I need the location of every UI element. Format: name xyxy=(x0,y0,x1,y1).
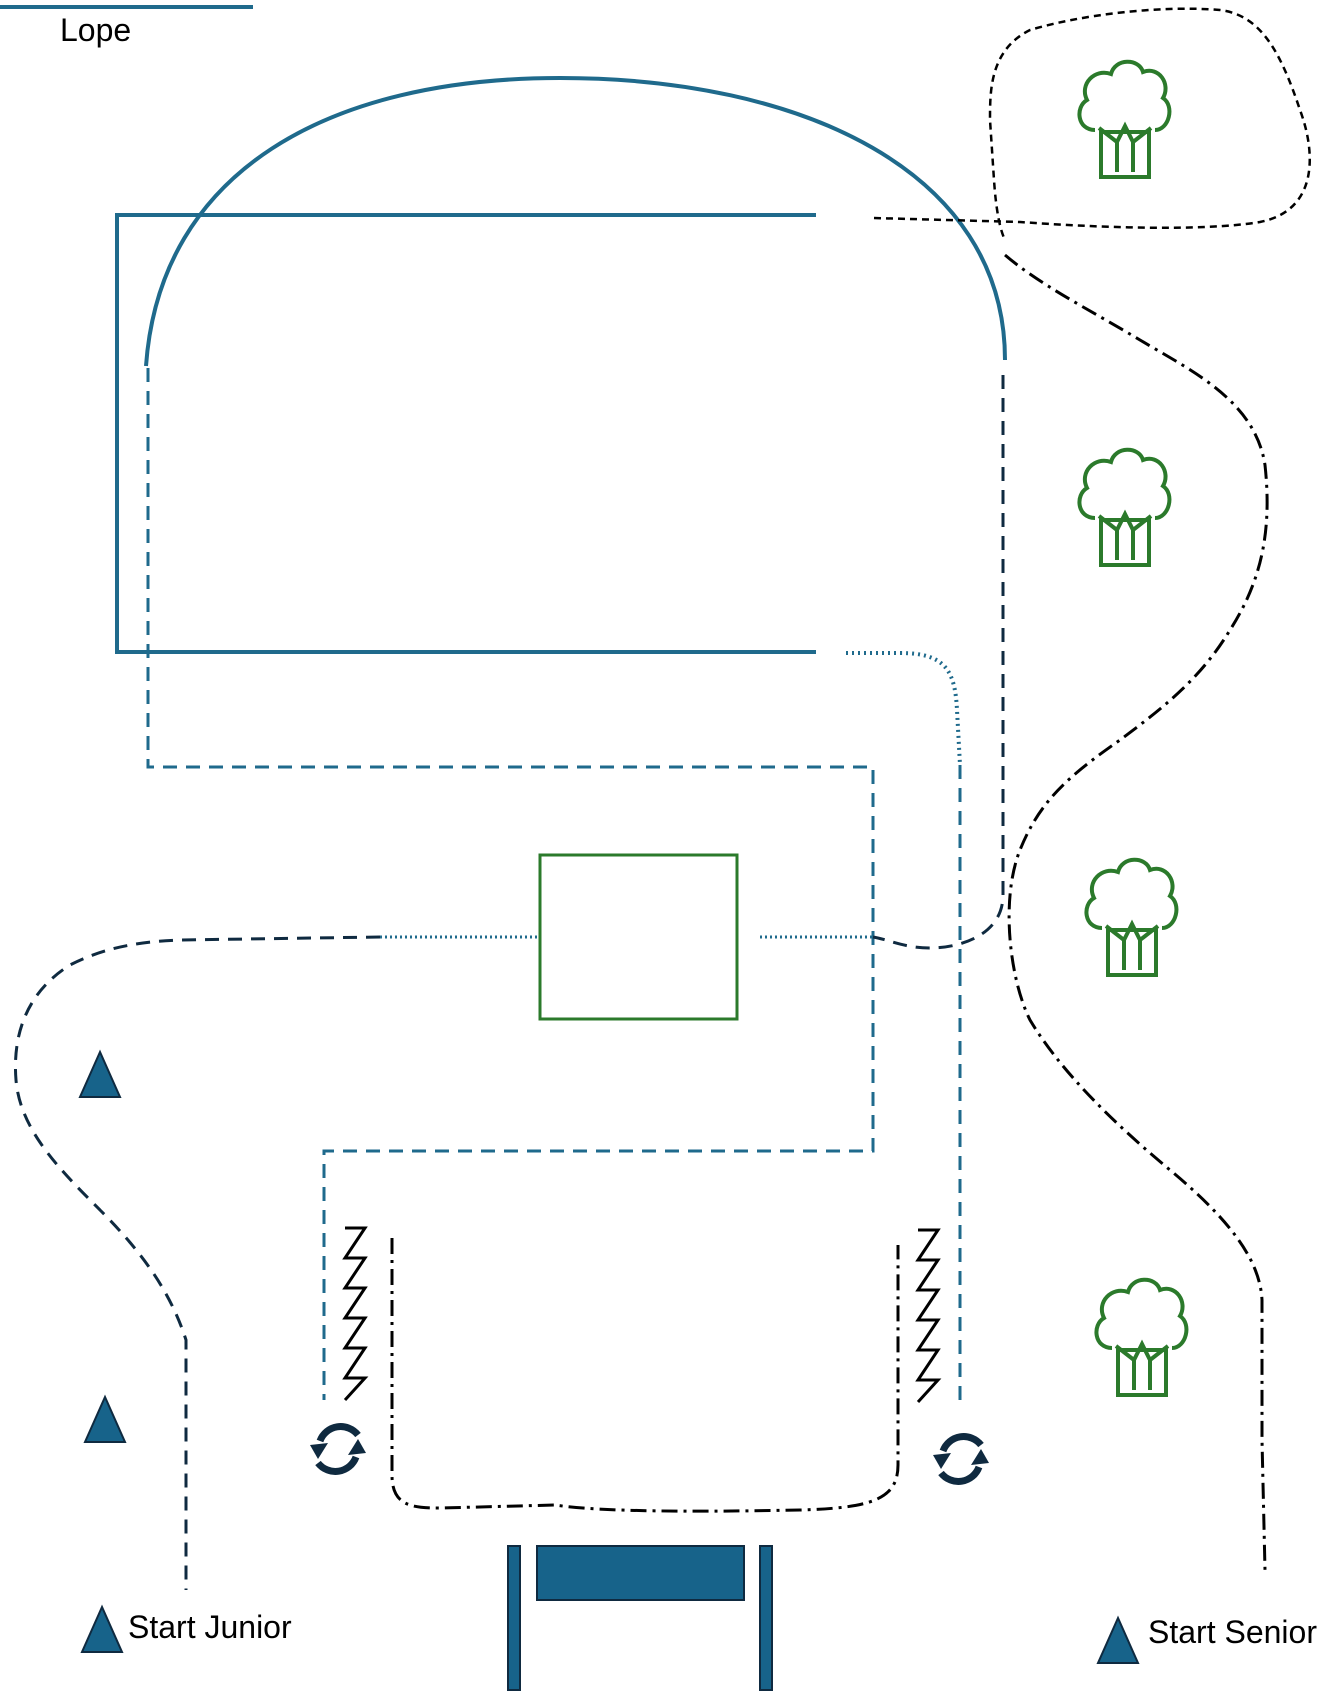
zigzag-icon xyxy=(342,1226,369,1402)
lope-dashed-path-left xyxy=(146,368,875,1400)
obstacle-box xyxy=(538,853,739,1021)
zigzag-icon xyxy=(915,1228,942,1404)
arena-rectangle xyxy=(115,213,816,654)
tree-icon xyxy=(1077,447,1172,567)
start-junior-label: Start Junior xyxy=(128,1609,292,1645)
gate-post-left xyxy=(507,1545,521,1691)
junior-dashed-path xyxy=(13,935,381,1590)
finish-gate xyxy=(507,1545,773,1691)
cone-triangle-icon xyxy=(83,1394,127,1443)
gate-bar xyxy=(536,1545,745,1601)
tree-icon xyxy=(1077,59,1172,180)
legend: Lope xyxy=(0,5,253,48)
cone-triangle-icon xyxy=(1096,1615,1140,1664)
trot-dashed-path-right xyxy=(872,375,1005,950)
rotate-circle-icon xyxy=(310,1423,366,1475)
tree-icon xyxy=(1094,1277,1189,1397)
tree-area-boundary xyxy=(873,7,1311,241)
cone-triangle-icon xyxy=(78,1049,122,1098)
gate-post-right xyxy=(759,1545,773,1691)
legend-lope-label: Lope xyxy=(60,12,131,48)
start-senior-label: Start Senior xyxy=(1148,1614,1317,1650)
bottom-u-path xyxy=(390,1238,900,1513)
senior-dashdot-path xyxy=(1004,253,1269,1571)
lope-arc xyxy=(144,75,1007,367)
tree-icon xyxy=(1084,857,1179,977)
cone-triangle-icon xyxy=(80,1604,124,1653)
walk-dotted-path xyxy=(846,651,962,766)
rotate-circle-icon xyxy=(933,1433,989,1485)
